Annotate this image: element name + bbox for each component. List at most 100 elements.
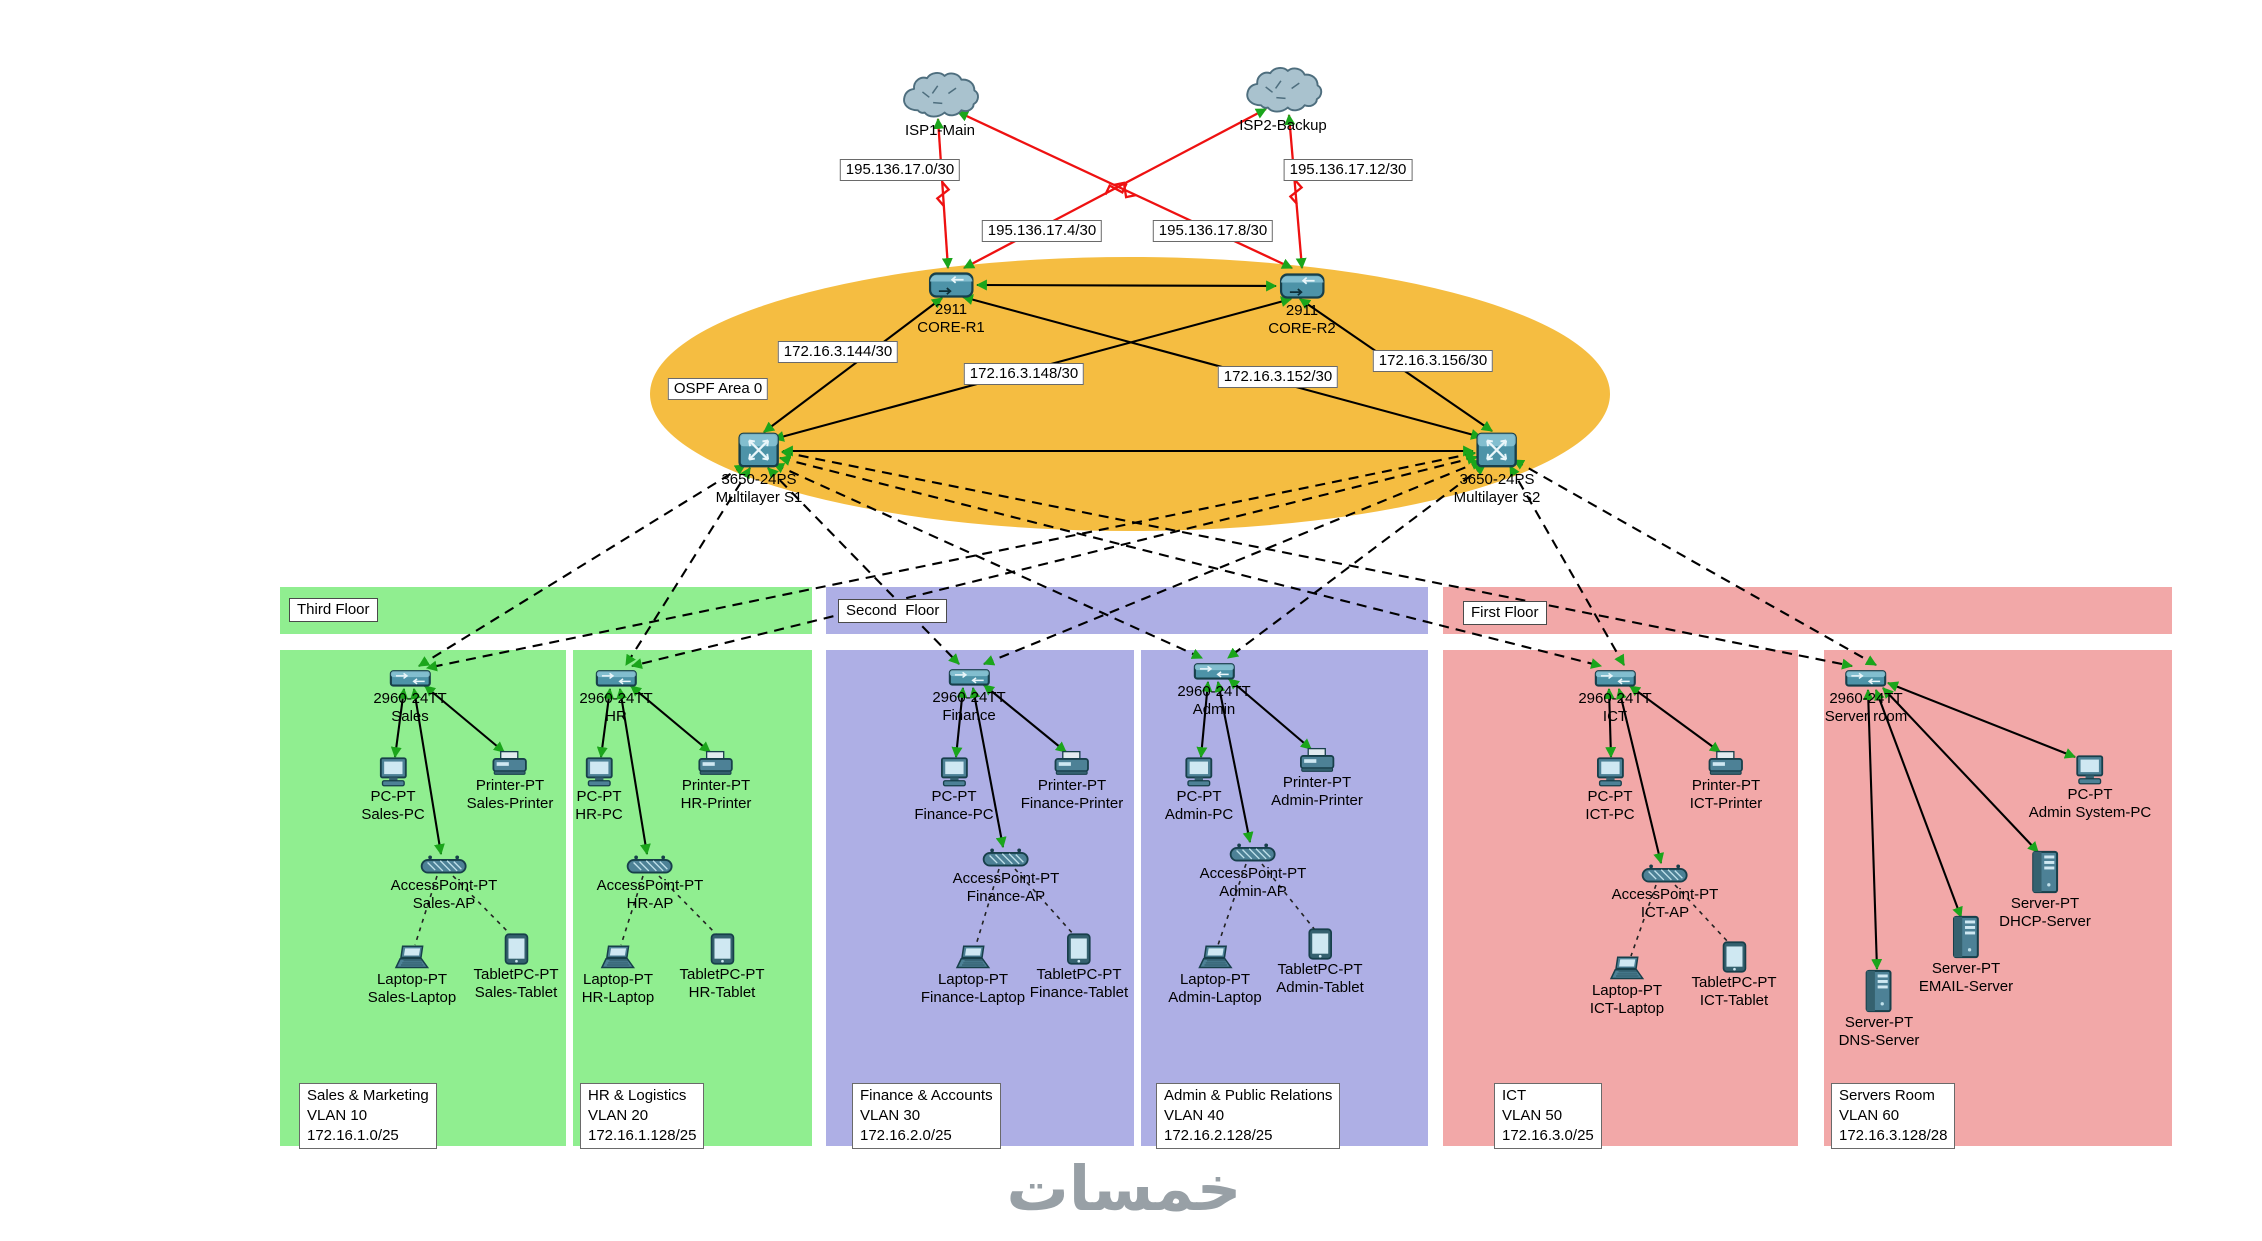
ospf-area-label: OSPF Area 0 bbox=[667, 378, 769, 400]
device-name: ICT-Tablet bbox=[1699, 992, 1769, 1009]
device-model: TabletPC-PT bbox=[1691, 974, 1777, 991]
device-model: PC-PT bbox=[1587, 788, 1633, 805]
device-name: Sales-PC bbox=[361, 806, 425, 823]
device-name: Finance-AP bbox=[966, 888, 1046, 905]
device-name: Finance-PC bbox=[914, 806, 994, 823]
pc-icon bbox=[582, 757, 616, 787]
dept-subnet: 172.16.3.0/25 bbox=[1502, 1127, 1594, 1144]
wireless-links bbox=[414, 863, 1730, 957]
device-hr-printer: Printer-PT HR-Printer bbox=[680, 750, 752, 812]
device-name: Admin-PC bbox=[1164, 806, 1234, 823]
cable-hr-ap bbox=[616, 687, 651, 856]
dept-title: Servers Room bbox=[1839, 1087, 1935, 1104]
device-model: AccessPoint-PT bbox=[390, 877, 498, 894]
device-finance-tablet: TabletPC-PT Finance-Tablet bbox=[1030, 933, 1128, 1001]
sales-info-box: Sales & Marketing VLAN 10 172.16.1.0/25 bbox=[299, 1083, 437, 1149]
device-name: ISP2-Backup bbox=[1239, 117, 1327, 134]
device-model: PC-PT bbox=[576, 788, 622, 805]
cable-finance-ap bbox=[969, 686, 1007, 849]
dept-vlan: VLAN 20 bbox=[588, 1107, 649, 1124]
device-core-r2: 2911 CORE-R2 bbox=[1268, 271, 1336, 337]
device-name: Admin-AP bbox=[1219, 883, 1287, 900]
device-name: Finance bbox=[942, 707, 996, 724]
device-model: PC-PT bbox=[2067, 786, 2113, 803]
device-name: ICT bbox=[1602, 708, 1628, 725]
tablet-icon bbox=[1721, 941, 1747, 973]
access-point-icon bbox=[419, 854, 469, 876]
multilayer-switch-icon bbox=[737, 430, 781, 470]
device-admin-system-pc: PC-PT Admin System-PC bbox=[2029, 755, 2151, 821]
tablet-icon bbox=[709, 933, 735, 965]
access-point-icon bbox=[625, 854, 675, 876]
device-sales-tablet: TabletPC-PT Sales-Tablet bbox=[473, 933, 559, 1001]
device-name: ISP1-Main bbox=[904, 122, 976, 139]
printer-icon bbox=[1707, 750, 1745, 776]
laptop-icon bbox=[954, 945, 992, 970]
device-admin-printer: Printer-PT Admin-Printer bbox=[1271, 747, 1363, 809]
trunk-links bbox=[418, 448, 1877, 672]
cable-r1-r2 bbox=[975, 279, 1278, 292]
dept-title: ICT bbox=[1502, 1087, 1527, 1104]
device-model: PC-PT bbox=[931, 788, 977, 805]
switch-icon bbox=[1191, 660, 1237, 682]
admin-info-box: Admin & Public Relations VLAN 40 172.16.… bbox=[1156, 1083, 1341, 1149]
server-icon bbox=[1864, 969, 1894, 1013]
dept-title: HR & Logistics bbox=[588, 1087, 687, 1104]
device-ict-switch: 2960-24TT ICT bbox=[1578, 667, 1652, 725]
device-sales-ap: AccessPoint-PT Sales-AP bbox=[390, 854, 498, 912]
device-model: PC-PT bbox=[370, 788, 416, 805]
dept-subnet: 172.16.1.0/25 bbox=[307, 1127, 399, 1144]
dept-vlan: VLAN 10 bbox=[307, 1107, 368, 1124]
device-name: HR-AP bbox=[626, 895, 674, 912]
device-model: Laptop-PT bbox=[1179, 971, 1251, 988]
device-model: Printer-PT bbox=[475, 777, 545, 794]
device-multilayer-s2: 3650-24PS Multilayer S2 bbox=[1453, 430, 1541, 506]
device-model: Server-PT bbox=[2010, 895, 2080, 912]
device-model: TabletPC-PT bbox=[1277, 961, 1363, 978]
device-name: HR-Printer bbox=[680, 795, 752, 812]
cable-hr-pc bbox=[596, 687, 615, 759]
servers-info-box: Servers Room VLAN 60 172.16.3.128/28 bbox=[1831, 1083, 1956, 1149]
device-name: Multilayer S1 bbox=[715, 489, 803, 506]
device-hr-ap: AccessPoint-PT HR-AP bbox=[596, 854, 704, 912]
device-model: 2960-24TT bbox=[932, 689, 1006, 706]
device-model: AccessPoint-PT bbox=[1199, 865, 1307, 882]
wan-link-label-3: 195.136.17.8/30 bbox=[1152, 220, 1274, 242]
laptop-icon bbox=[1196, 945, 1234, 970]
cable-servers-dns bbox=[1862, 688, 1883, 971]
cable-sales-ap bbox=[410, 687, 445, 856]
device-hr-pc: PC-PT HR-PC bbox=[575, 757, 623, 823]
device-name: Admin-Printer bbox=[1271, 792, 1363, 809]
device-multilayer-s1: 3650-24PS Multilayer S1 bbox=[715, 430, 803, 506]
device-name: ICT-Laptop bbox=[1589, 1000, 1665, 1017]
dept-subnet: 172.16.3.128/28 bbox=[1839, 1127, 1948, 1144]
wifi-finance-laptop bbox=[975, 868, 1000, 946]
device-hr-switch: 2960-24TT HR bbox=[579, 667, 653, 725]
dept-title: Finance & Accounts bbox=[860, 1087, 993, 1104]
third-floor-label: Third Floor bbox=[289, 598, 378, 622]
device-name: Admin-Laptop bbox=[1168, 989, 1262, 1006]
core-link-label-2: 172.16.3.148/30 bbox=[963, 363, 1085, 385]
pc-icon bbox=[2073, 755, 2107, 785]
device-model: 2911 bbox=[1285, 302, 1319, 319]
dept-title: Sales & Marketing bbox=[307, 1087, 429, 1104]
device-name: Sales bbox=[391, 708, 429, 725]
cloud-icon bbox=[1241, 64, 1325, 116]
device-name: Finance-Printer bbox=[1020, 795, 1124, 812]
dept-vlan: VLAN 50 bbox=[1502, 1107, 1563, 1124]
tablet-icon bbox=[503, 933, 529, 965]
device-name: Finance-Tablet bbox=[1029, 984, 1129, 1001]
switch-icon bbox=[387, 667, 433, 689]
device-name: CORE-R2 bbox=[1268, 320, 1336, 337]
wan-link-label-1: 195.136.17.0/30 bbox=[839, 159, 961, 181]
device-model: 2960-24TT bbox=[1829, 690, 1903, 707]
device-name: Finance-Laptop bbox=[920, 989, 1026, 1006]
cable-admin-ap bbox=[1214, 680, 1254, 844]
cable-servers-adminpc bbox=[1886, 681, 2077, 759]
device-name: Multilayer S2 bbox=[1453, 489, 1541, 506]
device-name: DHCP-Server bbox=[1999, 913, 2091, 930]
device-model: AccessPoint-PT bbox=[596, 877, 704, 894]
core-link-label-4: 172.16.3.156/30 bbox=[1372, 350, 1494, 372]
cable-servers-email bbox=[1874, 688, 1963, 919]
dept-vlan: VLAN 40 bbox=[1164, 1107, 1225, 1124]
